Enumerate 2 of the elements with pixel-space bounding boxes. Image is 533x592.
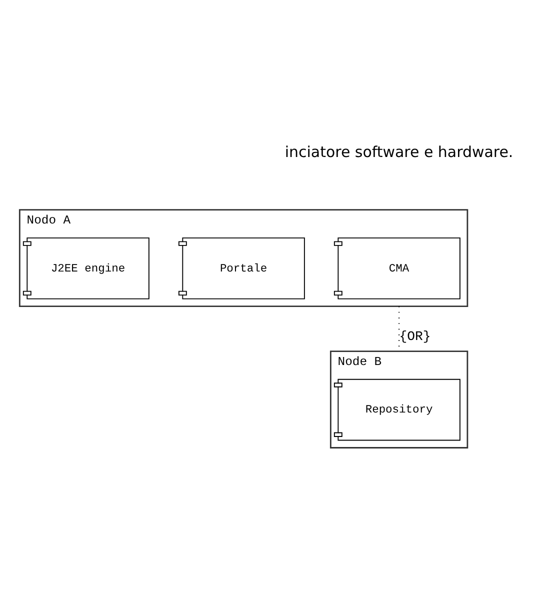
edge-label: {OR}: [399, 329, 431, 344]
label: inciatore software e hardware.: [284, 143, 514, 162]
